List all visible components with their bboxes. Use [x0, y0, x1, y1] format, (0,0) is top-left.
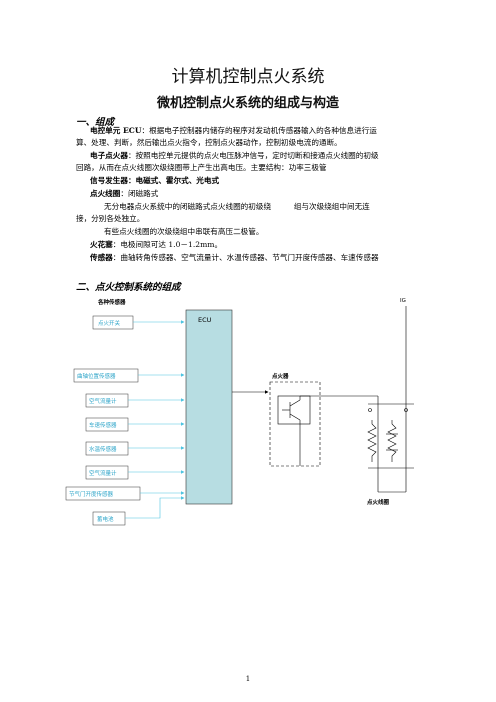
coil-para1-line2: 接，分别各处独立。: [76, 214, 145, 223]
ecu-text-line2: 算、处理、判断，然后输出点火指令，控制点火器动作，控制初级电流的通断。: [76, 138, 342, 147]
sensor-box: [85, 393, 129, 408]
ecu-paragraph: 电控单元 ECU：根据电子控制器内储存的程序对发动机传感器输入的各种信息进行运: [90, 126, 377, 136]
ig-label: IG: [400, 298, 406, 304]
sensor-list: 点火开关 曲轴位置传感器 空气流量计 车速传感器 水温传感器 空气流量计 节气门…: [65, 315, 185, 526]
ecu-label: ECU: [198, 316, 212, 324]
coil-text: ：闭磁路式: [120, 189, 159, 198]
battery-wire: [125, 496, 185, 519]
sensor-box: [92, 511, 126, 526]
spark-plug-text: ：电极间隙可达 1.0－1.2mm。: [112, 240, 223, 249]
sensor-term: 传感器: [90, 253, 113, 262]
coil-line: 点火线圈：闭磁路式: [90, 189, 158, 199]
ecu-text: ：根据电子控制器内储存的程序对发动机传感器输入的各种信息进行运: [141, 126, 377, 135]
spark-plug-term: 火花塞: [90, 240, 113, 249]
sensor-label: 车速传感器: [89, 421, 117, 429]
sensor-box: [85, 417, 129, 432]
sensor-box: [85, 465, 129, 480]
sensor-label: 空气流量计: [89, 397, 117, 405]
coil-term: 点火线圈: [90, 189, 121, 198]
coil-para2: 有些点火线圈的次级绕组中串联有高压二极管。: [104, 227, 264, 236]
spark-plug-line: 火花塞：电极间隙可达 1.0－1.2mm。: [90, 240, 222, 250]
igniter-text: ：按照电控单元提供的点火电压脉冲信号，定时切断和接通点火线圈的初级: [127, 151, 379, 160]
sensor-line: 传感器：曲轴转角传感器、空气流量计、水温传感器、节气门开度传感器、车速传感器: [90, 253, 379, 263]
coil-label: 点火线圈: [367, 498, 390, 506]
sensor-label: 点火开关: [98, 319, 121, 327]
igniter-paragraph: 电子点火器：按照电控单元提供的点火电压脉冲信号，定时切断和接通点火线圈的初级: [90, 151, 379, 161]
page-number: 1: [245, 675, 251, 683]
sensor-box: [92, 315, 134, 330]
section1-heading: 一、组成: [76, 117, 115, 128]
transistor-icon: [282, 396, 301, 424]
sensor-box: [85, 441, 129, 456]
document-subtitle: 微机控制点火系统的组成与构造: [156, 96, 339, 111]
sensor-box: [73, 368, 139, 383]
ecu-term: 电控单元 ECU: [90, 126, 142, 135]
section2-heading: 二、点火控制系统的组成: [76, 282, 181, 293]
ignition-diagram: 各种传感器 ECU 点火开关 曲轴位置传感器 空气流量计 车速传感器 水温传感器…: [65, 298, 414, 526]
sensors-title: 各种传感器: [97, 298, 126, 306]
igniter-term: 电子点火器: [90, 151, 128, 160]
sensor-label: 曲轴位置传感器: [77, 372, 116, 380]
sensor-label: 空气流量计: [89, 469, 117, 477]
coil-para1: 无分电器点火系统中的闭磁路式点火线圈的初级绕 组与次级绕组中间无连: [104, 202, 370, 211]
igniter-label: 点火器: [272, 372, 289, 380]
sensor-box: [65, 486, 141, 501]
ignition-coil-icon: [367, 396, 414, 493]
sensor-label: 蓄电池: [97, 515, 114, 523]
igniter-text-line2: 回路，从而在点火线圈次级绕圈带上产生出高电压。主要结构：功率三极管: [76, 163, 327, 172]
sensor-label: 水温传感器: [89, 445, 117, 453]
signal-generator-line: 信号发生器：电磁式、霍尔式、光电式: [90, 176, 220, 185]
sensor-text: ：曲轴转角传感器、空气流量计、水温传感器、节气门开度传感器、车速传感器: [112, 253, 379, 262]
sensor-label: 节气门开度传感器: [69, 490, 114, 498]
ecu-box: [185, 309, 233, 505]
document-title: 计算机控制点火系统: [171, 67, 325, 87]
